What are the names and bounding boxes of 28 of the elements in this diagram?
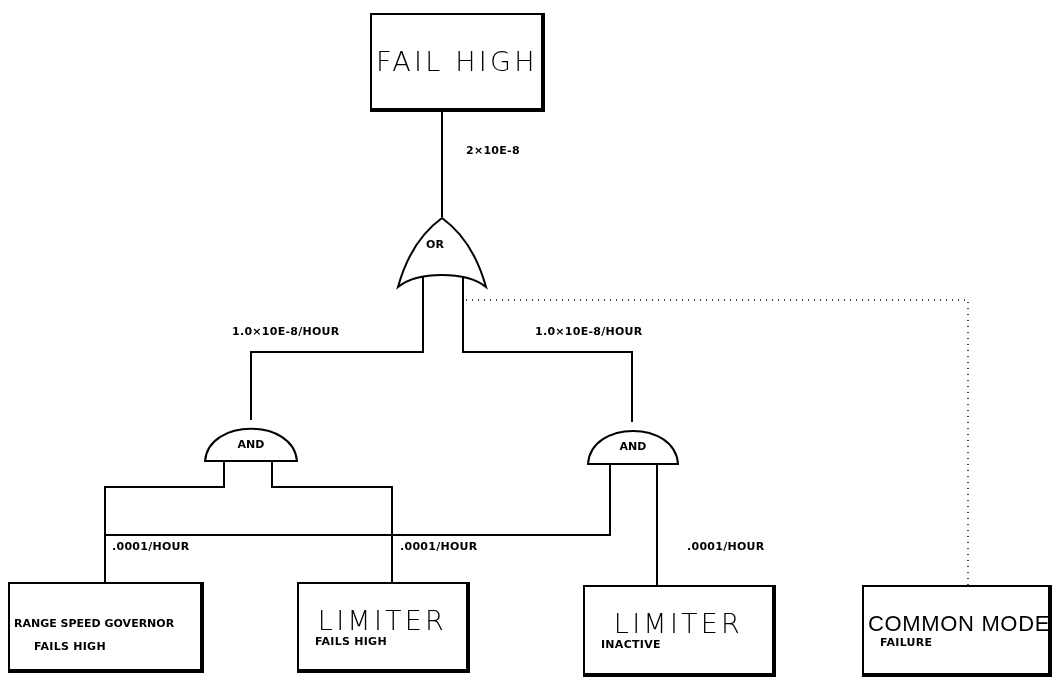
event-subtitle: FAILURE [879,634,934,648]
event-title: RANGE SPEED GOVERNOR [14,615,176,629]
connector-line [271,461,393,583]
gate-label: OR [425,238,445,250]
event-box [8,582,204,673]
edge-label: 1.0×10E-8/HOUR [232,326,340,337]
connector-line [441,111,443,218]
event-subtitle: INACTIVE [600,637,662,650]
event-subtitle: FAILS HIGH [314,633,388,647]
event-subtitle: FAILS HIGH [33,638,107,652]
event-box [583,585,776,677]
connector-line [462,275,633,423]
edge-label: .0001/HOUR [112,541,190,552]
event-box [370,13,545,112]
event-box [862,585,1052,677]
event-box [297,582,470,673]
edge-label: 2×10E-8 [466,145,520,156]
or-gate [394,217,490,290]
edge-label: .0001/HOUR [687,541,765,552]
connector-line [250,275,424,421]
connector-line [656,464,658,586]
event-title: FAIL HIGH [376,48,537,75]
event-title: LIMITER [316,606,449,634]
edge-label: .0001/HOUR [400,541,478,552]
event-title: LIMITER [612,610,745,637]
edge-label: 1.0×10E-8/HOUR [535,326,643,337]
gate-label: AND [618,441,648,453]
gate-label: AND [236,438,266,450]
